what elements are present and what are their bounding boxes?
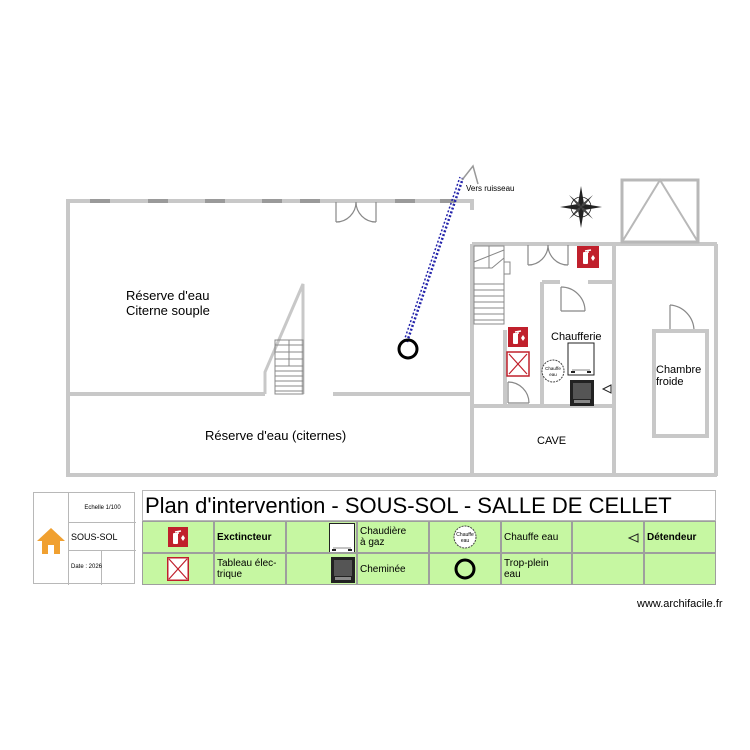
trop-plein-icon [397, 338, 419, 360]
legend-line: trique [217, 569, 243, 580]
legend-line: eau [504, 569, 521, 580]
staircase-right [473, 245, 511, 325]
room-label-reserve-souple: Réserve d'eau Citerne souple [126, 288, 210, 318]
legend-icon-cell: Chauffe eau [429, 521, 501, 553]
door-chaufferie [560, 286, 586, 312]
regulator-icon [601, 384, 612, 394]
level-label: SOUS-SOL [68, 523, 136, 551]
room-label-line: Chambre [656, 364, 702, 376]
room-label-reserve-citernes: Réserve d'eau (citernes) [205, 428, 347, 443]
house-icon [37, 528, 65, 554]
walls [66, 199, 718, 477]
legend-text-cell: Trop-plein eau [501, 553, 572, 585]
compass-icon [560, 186, 602, 228]
legend-empty-cell [644, 553, 716, 585]
trop-plein-icon [454, 558, 476, 580]
electrical-panel-icon [167, 557, 189, 581]
room-label-cave: CAVE [537, 435, 567, 447]
legend-trop-plein: Trop-plein eau [504, 558, 549, 580]
boiler-icon [567, 342, 595, 376]
door-stair-bottom [507, 381, 530, 404]
regulator-icon [627, 533, 639, 543]
svg-text:Chauffe: Chauffe [456, 532, 474, 538]
room-label-line: Réserve d'eau [126, 288, 210, 303]
legend-text-cell: Chaudière à gaz [357, 521, 429, 553]
legend-title: Plan d'intervention - SOUS-SOL - SALLE D… [142, 490, 716, 521]
door-chambre-froide [669, 304, 695, 332]
title-block: Echelle 1/100 SOUS-SOL Date : 2026 [33, 492, 136, 585]
room-label-chambre-froide: Chambre froide [656, 364, 701, 388]
label-vers-ruisseau: Vers ruisseau [466, 184, 515, 193]
room-label-line: froide [656, 376, 684, 388]
staircase-left-steps [274, 339, 304, 395]
extinguisher-icon [168, 527, 188, 547]
legend-text-cell: Tableau élec- trique [214, 553, 286, 585]
svg-text:Chauffe: Chauffe [545, 366, 561, 371]
legend-tableau: Tableau élec- trique [217, 558, 276, 580]
extinguisher-icon [508, 327, 528, 347]
legend-line: Tableau élec- [217, 558, 277, 569]
boiler-icon [329, 523, 355, 552]
legend-empty-cell [572, 553, 644, 585]
staircase-left [263, 283, 305, 394]
legend-line: à gaz [360, 537, 385, 548]
legend-text-cell: Exctincteur [214, 521, 286, 553]
room-label-line: Citerne souple [126, 303, 210, 318]
water-heater-icon: Chauffe eau [541, 359, 565, 383]
legend-grid: Exctincteur Chaudière à gaz Chauffe eau … [142, 521, 716, 585]
legend-text-cell: Chauffe eau [501, 521, 572, 553]
drain-line-2 [403, 176, 461, 342]
legend-line: Trop-plein [504, 558, 549, 569]
legend-cheminee: Cheminée [360, 564, 406, 575]
skylight [620, 178, 700, 244]
scale-label: Echelle 1/100 [68, 493, 136, 523]
legend-chaudiere: Chaudière à gaz [360, 526, 406, 548]
legend-text-cell: Détendeur [644, 521, 716, 553]
drain-line [405, 177, 465, 343]
legend-text-cell: Cheminée [357, 553, 429, 585]
legend-icon-cell [142, 553, 214, 585]
legend-icon-cell [142, 521, 214, 553]
legend-detendeur: Détendeur [647, 532, 697, 543]
water-heater-icon: Chauffe eau [453, 525, 477, 549]
footer-watermark: www.archifacile.fr [637, 598, 723, 610]
legend-line: Chaudière [360, 526, 407, 537]
legend-chauffe-eau: Chauffe eau [504, 532, 559, 543]
room-label-chaufferie: Chaufferie [551, 331, 602, 343]
legend-icon-cell [286, 553, 357, 585]
date-label: Date : 2026 [68, 551, 102, 585]
chambre-froide-box [652, 329, 709, 438]
chimney-icon [570, 380, 594, 406]
extinguisher-icon [577, 246, 599, 268]
double-door-top [335, 201, 377, 223]
chimney-icon [331, 557, 355, 583]
legend-icon-cell [429, 553, 501, 585]
svg-text:eau: eau [549, 372, 557, 377]
double-door-right [527, 244, 569, 266]
arrow-icon [461, 164, 479, 185]
svg-text:eau: eau [461, 538, 470, 544]
legend-extincteur: Exctincteur [217, 532, 272, 543]
legend-icon-cell [572, 521, 644, 553]
legend-icon-cell [286, 521, 357, 553]
electrical-panel-icon [506, 351, 530, 377]
